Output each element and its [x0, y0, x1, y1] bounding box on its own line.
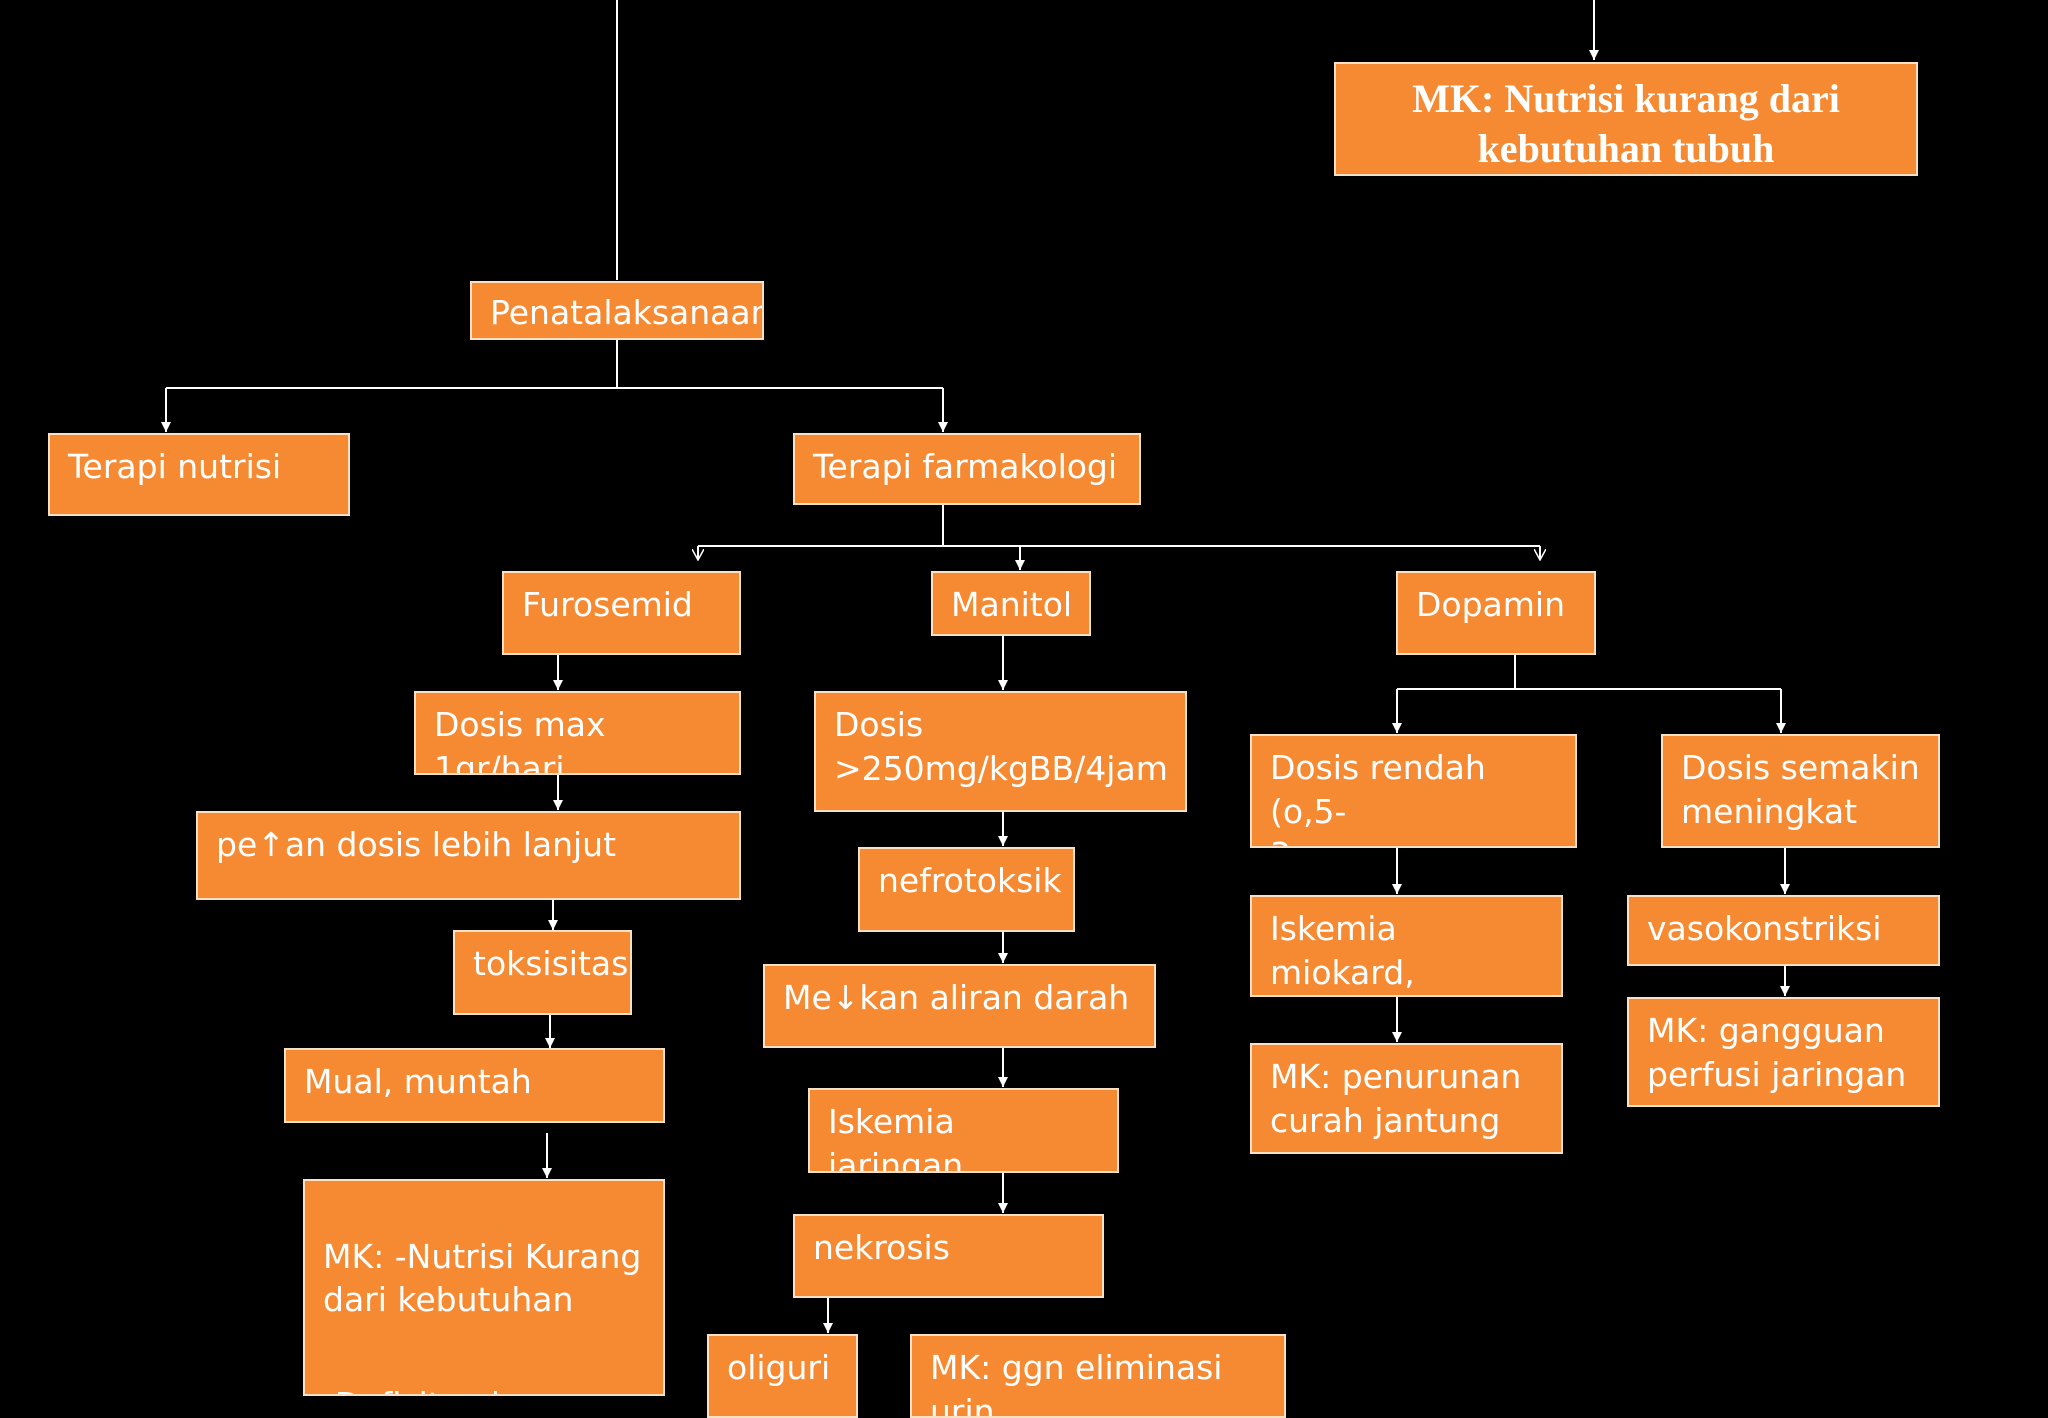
node-menurunkan-aliran: Me↓kan aliran darah	[763, 964, 1156, 1048]
node-peningkatan-dosis: pe↑an dosis lebih lanjut	[196, 811, 741, 900]
node-toksisitas: toksisitas	[453, 930, 632, 1015]
node-terapi-nutrisi: Terapi nutrisi	[48, 433, 350, 516]
node-nekrosis: nekrosis	[793, 1214, 1104, 1298]
node-mk-nutrisi-kurang: MK: -Nutrisi Kurang dari kebutuhan -Defi…	[303, 1179, 665, 1396]
node-furosemid: Furosemid	[502, 571, 741, 655]
node-mk-eliminasi: MK: ggn eliminasi urin	[910, 1334, 1286, 1418]
mk-defisit-volume-item: -Defisit volume cairan	[323, 1383, 645, 1394]
node-mk-perfusi: MK: gangguan perfusi jaringan	[1627, 997, 1940, 1107]
node-dosis-manitol: Dosis >250mg/kgBB/4jam	[814, 691, 1187, 812]
node-dopamin: Dopamin	[1396, 571, 1596, 655]
node-mk-nutrisi-top: MK: Nutrisi kurang dari kebutuhan tubuh	[1334, 62, 1918, 176]
node-dosis-rendah: Dosis rendah (o,5- 3 µg/kgBB/menit)	[1250, 734, 1577, 848]
node-dosis-max: Dosis max 1gr/hari	[414, 691, 741, 775]
node-iskemia-miokard: Iskemia miokard, tachiaritmia	[1250, 895, 1563, 997]
mk-nutrisi-kurang-item: MK: -Nutrisi Kurang dari kebutuhan	[323, 1236, 642, 1320]
node-dosis-meningkat: Dosis semakin meningkat	[1661, 734, 1940, 848]
node-mk-curah-jantung: MK: penurunan curah jantung	[1250, 1043, 1563, 1154]
node-iskemia-jaringan: Iskemia jaringan	[808, 1088, 1119, 1173]
node-nefrotoksik: nefrotoksik	[858, 847, 1075, 932]
node-terapi-farmakologi: Terapi farmakologi	[793, 433, 1141, 505]
node-vasokonstriksi: vasokonstriksi	[1627, 895, 1940, 966]
node-manitol: Manitol	[931, 571, 1091, 636]
node-mual-muntah: Mual, muntah	[284, 1048, 665, 1123]
node-oliguri: oliguri	[707, 1334, 858, 1418]
node-penatalaksanaan: Penatalaksanaan	[470, 281, 764, 340]
